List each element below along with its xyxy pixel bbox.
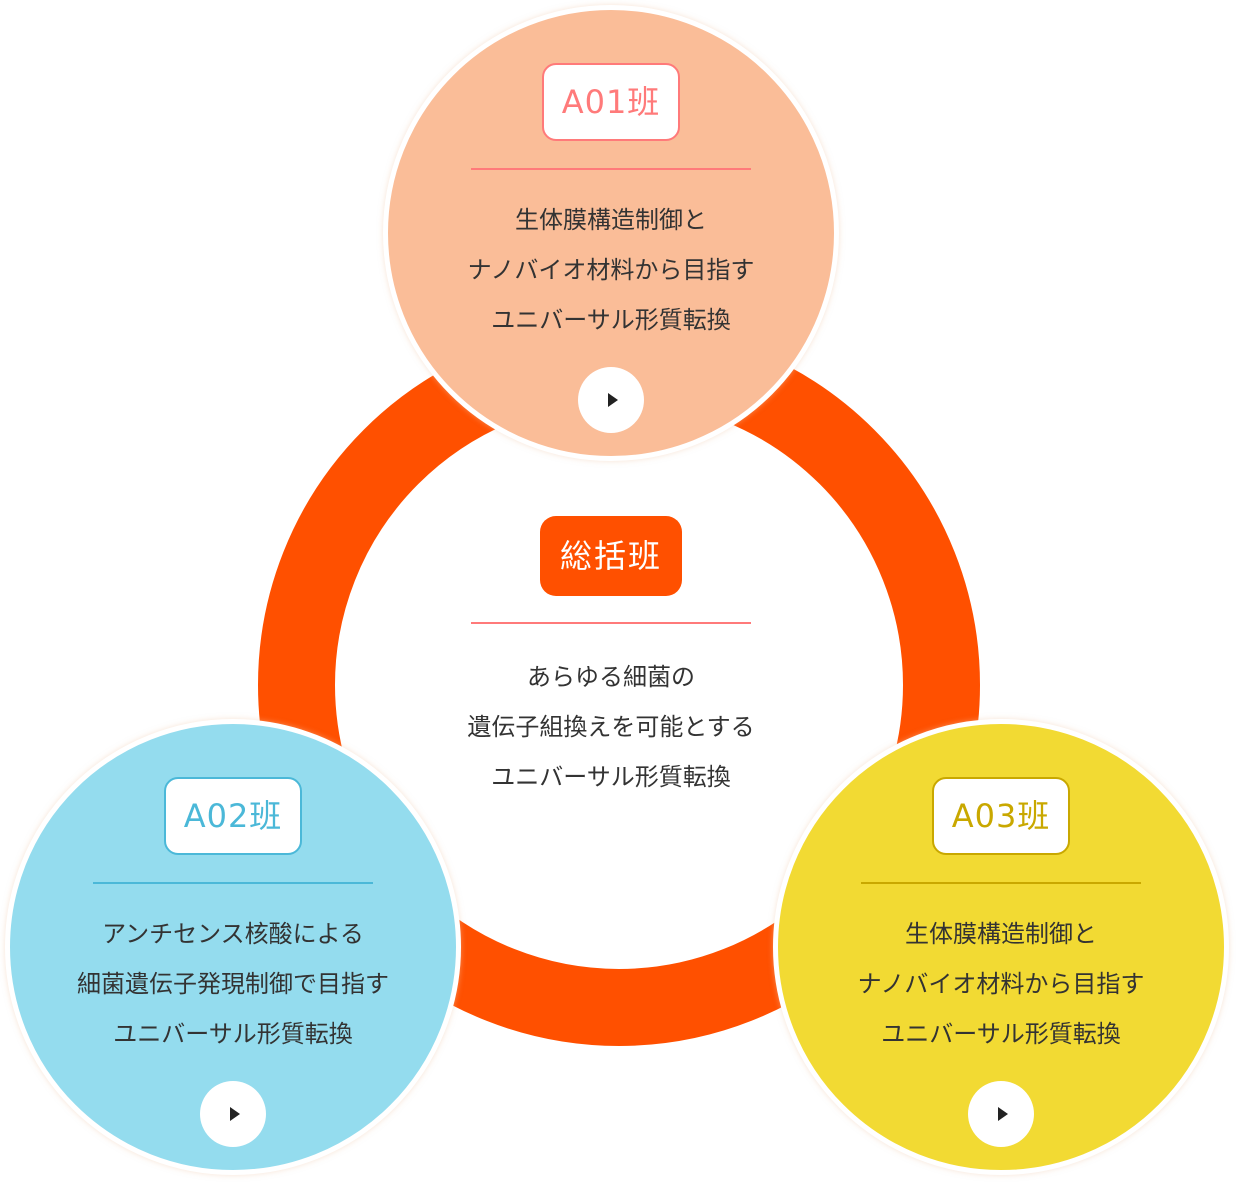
description-line: 遺伝子組換えを可能とする xyxy=(467,713,755,741)
description-line: ユニバーサル形質転換 xyxy=(881,1020,1121,1048)
central-group: 総括班 あらゆる細菌の 遺伝子組換えを可能とする ユニバーサル形質転換 xyxy=(411,516,811,802)
description-line: ナノバイオ材料から目指す xyxy=(857,970,1145,998)
play-button[interactable] xyxy=(578,367,644,433)
divider xyxy=(471,168,751,170)
play-button[interactable] xyxy=(200,1081,266,1147)
description-line: あらゆる細菌の xyxy=(527,663,695,691)
play-icon xyxy=(229,1107,240,1121)
description-line: ユニバーサル形質転換 xyxy=(491,763,731,791)
play-button[interactable] xyxy=(968,1081,1034,1147)
description-line: 生体膜構造制御と xyxy=(515,206,707,234)
group-label: A03班 xyxy=(931,777,1071,855)
description-line: ユニバーサル形質転換 xyxy=(113,1020,353,1048)
divider xyxy=(861,882,1141,884)
group-a03-circle: A03班 生体膜構造制御と ナノバイオ材料から目指す ユニバーサル形質転換 xyxy=(773,719,1229,1175)
group-a01-circle: A01班 生体膜構造制御と ナノバイオ材料から目指す ユニバーサル形質転換 xyxy=(383,5,839,461)
group-a02-circle: A02班 アンチセンス核酸による 細菌遺伝子発現制御で目指す ユニバーサル形質転… xyxy=(5,719,461,1175)
description-line: アンチセンス核酸による xyxy=(102,920,364,948)
divider xyxy=(93,882,373,884)
group-label: A02班 xyxy=(163,777,303,855)
play-icon xyxy=(997,1107,1008,1121)
description-line: 生体膜構造制御と xyxy=(905,920,1097,948)
play-icon xyxy=(607,393,618,407)
divider xyxy=(471,622,751,624)
description-line: 細菌遺伝子発現制御で目指す xyxy=(77,970,389,998)
description-line: ナノバイオ材料から目指す xyxy=(467,256,755,284)
group-label: A01班 xyxy=(541,63,681,141)
central-group-label: 総括班 xyxy=(539,516,682,596)
description-line: ユニバーサル形質転換 xyxy=(491,306,731,334)
